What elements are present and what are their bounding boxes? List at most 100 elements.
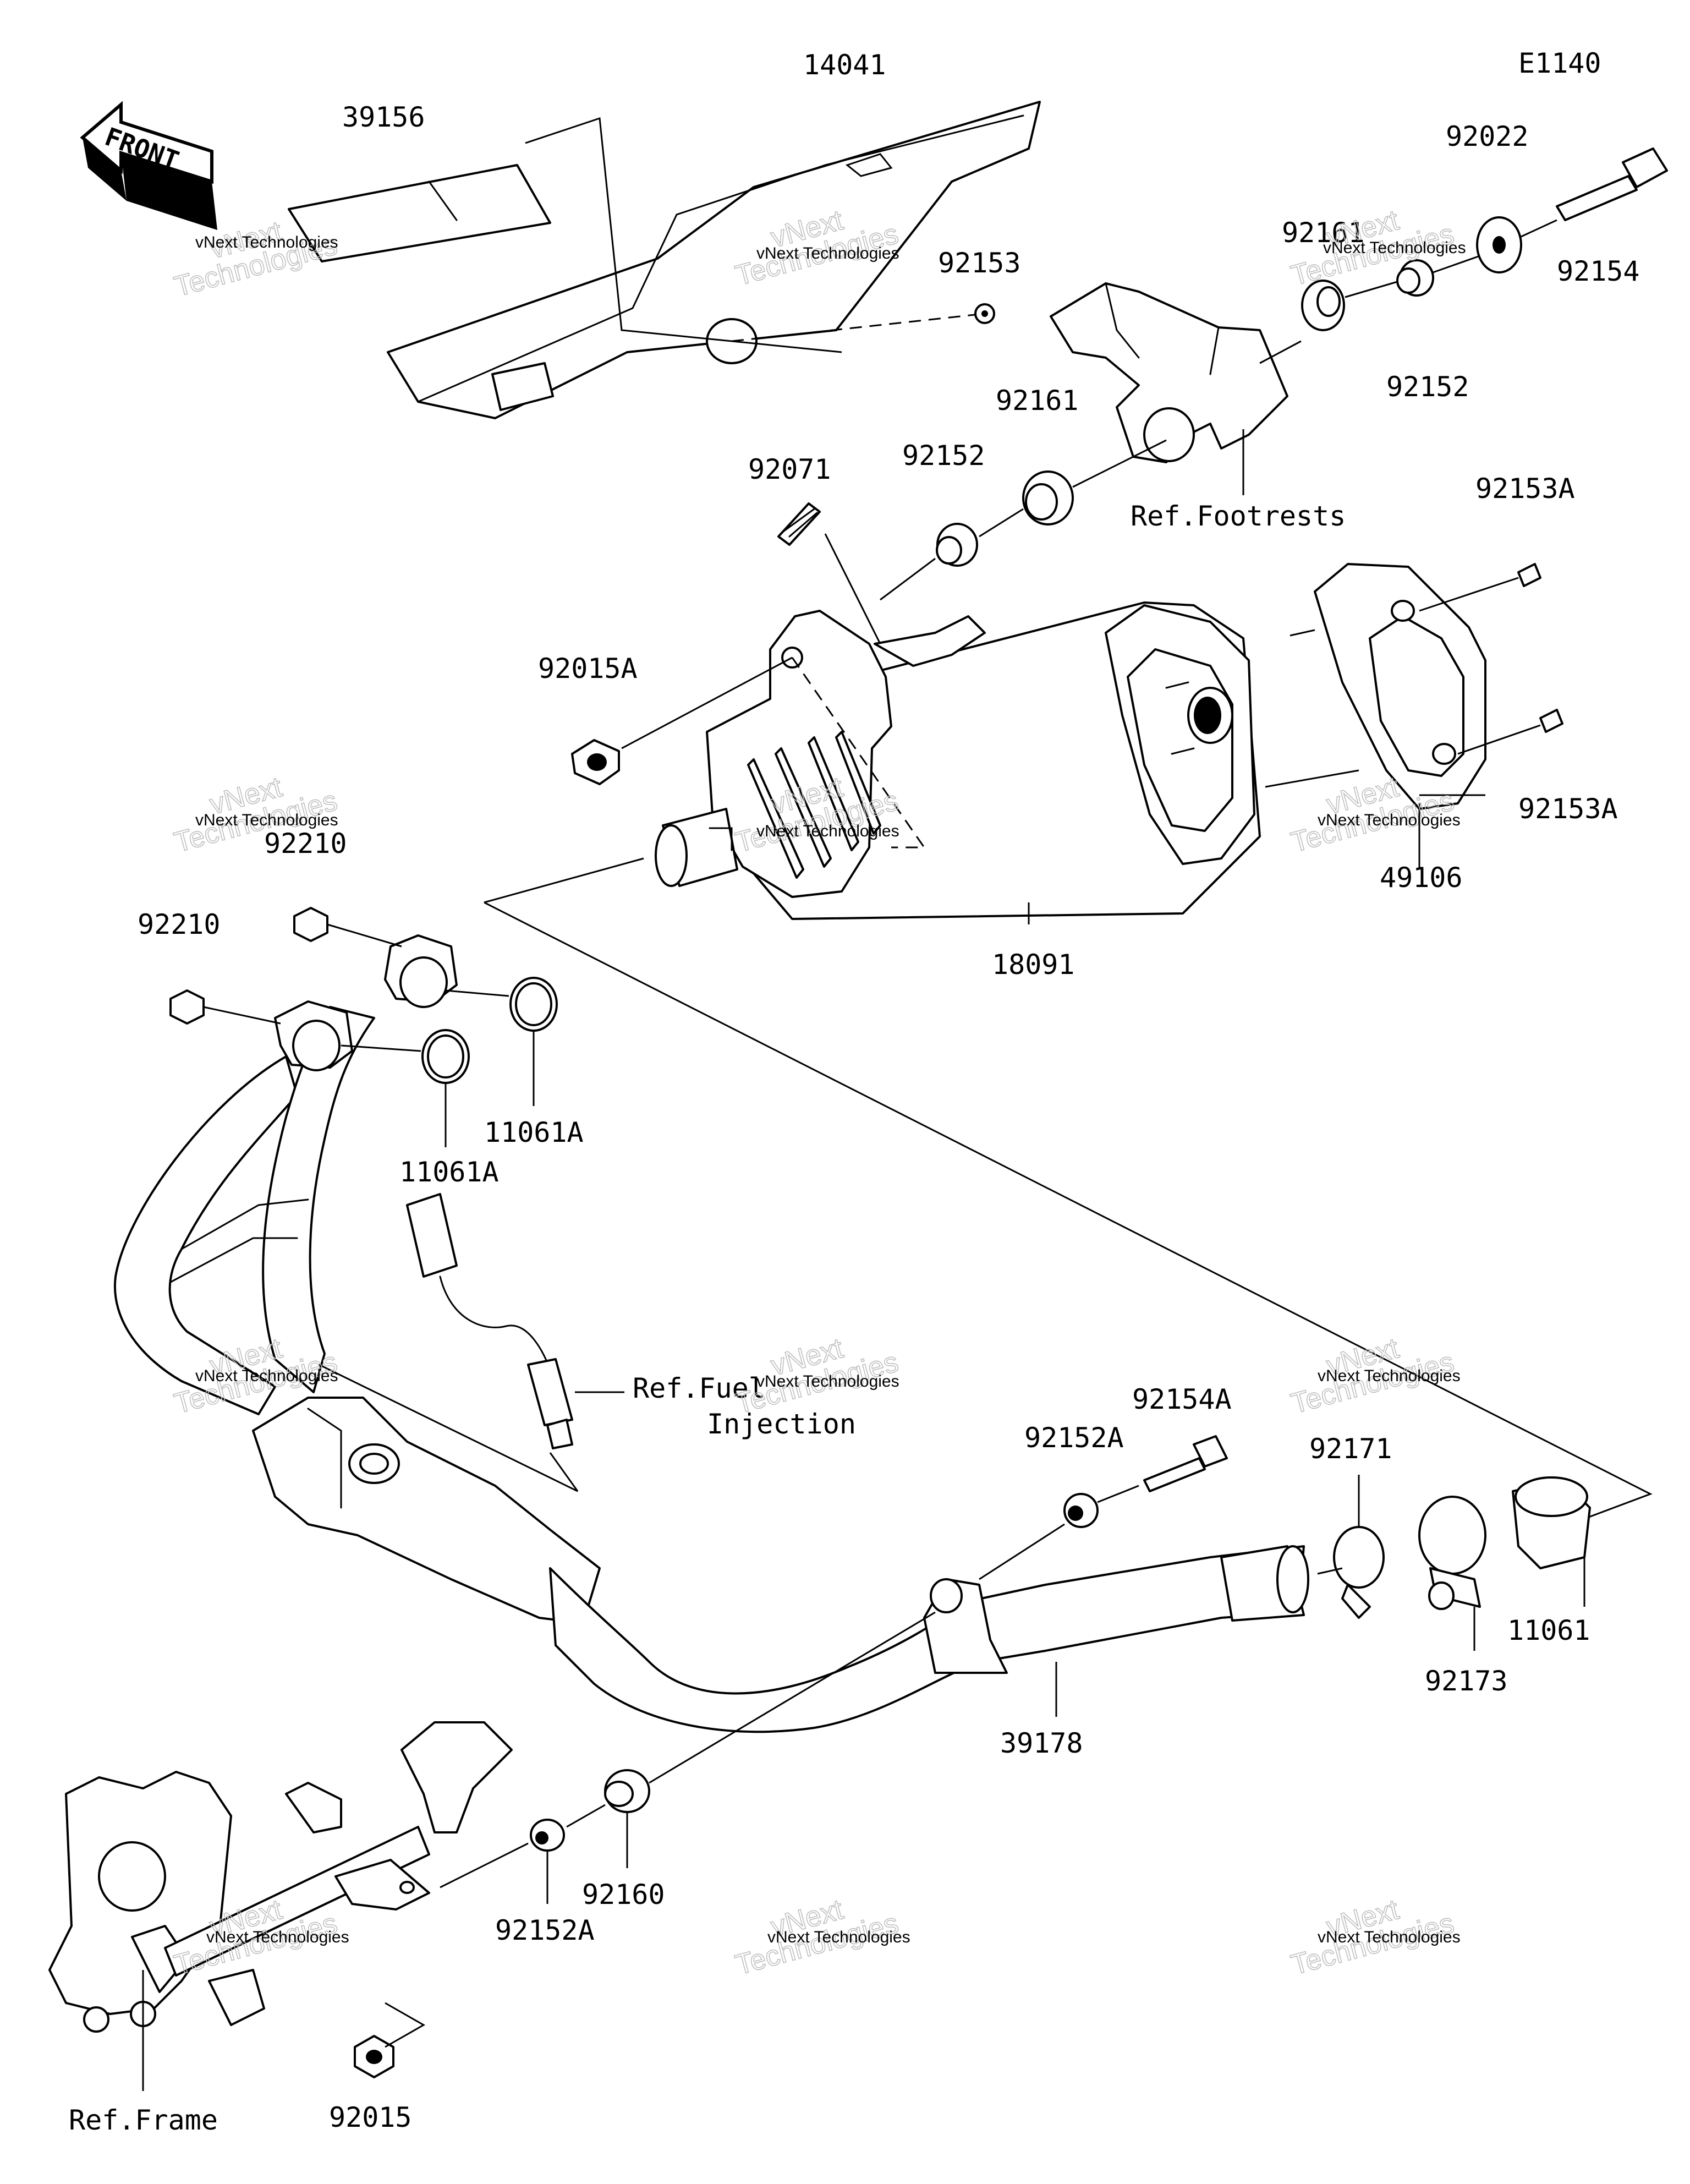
- diagram-code: E1140: [1518, 47, 1601, 79]
- collar-92152-lower: [936, 523, 978, 567]
- label-92152A-upper: 92152A: [1024, 1422, 1124, 1454]
- muffler-leader-left: [484, 857, 644, 904]
- label-92161-upper: 92161: [1282, 217, 1365, 249]
- nut-92015A: [571, 739, 620, 785]
- label-92160: 92160: [582, 1879, 665, 1911]
- label-92171: 92171: [1309, 1433, 1392, 1465]
- label-92153A-lower: 92153A: [1518, 793, 1618, 825]
- ref-frame-label: Ref.Frame: [69, 2104, 218, 2136]
- footrest-leader-2: [1345, 281, 1398, 298]
- header-pipes: [113, 1006, 1309, 1733]
- label-11061: 11061: [1507, 1614, 1590, 1646]
- label-92153: 92153: [938, 247, 1021, 279]
- spring-leader: [824, 533, 881, 644]
- footrest-leader-6: [979, 508, 1024, 538]
- cover-screw-leader-2: [1457, 724, 1541, 755]
- screw-92153: [974, 303, 995, 324]
- side-cover-14041: [387, 101, 1041, 419]
- footrest-leader-4: [1521, 219, 1557, 238]
- cover-screw-leader-4: [1265, 769, 1359, 788]
- bush-92161-upper: [1301, 280, 1345, 331]
- footrest-bracket: [1050, 282, 1288, 463]
- muffler-18091: [655, 601, 1261, 920]
- label-39178: 39178: [1000, 1727, 1083, 1759]
- clamp-92173: [1418, 1496, 1486, 1610]
- bolt-92154: [1556, 147, 1668, 221]
- bolt-92154A: [1143, 1435, 1228, 1492]
- screw-92153A-upper: [1517, 563, 1541, 587]
- clamp-92171: [1333, 1526, 1385, 1619]
- lower-leader-1: [649, 1611, 936, 1784]
- watermark-small-12: vNext Technologies: [1318, 1928, 1461, 1946]
- nut-92210-upper: [293, 907, 328, 942]
- nut-leader-1: [327, 923, 402, 948]
- label-92210-lower: 92210: [138, 908, 221, 940]
- cover-screw-dash: [731, 313, 985, 342]
- nut-92210-lower: [169, 989, 205, 1025]
- label-49106: 49106: [1380, 862, 1463, 894]
- footrest-leader-3: [1433, 255, 1480, 273]
- bush-92160: [604, 1769, 650, 1813]
- watermark-small-11: vNext Technologies: [767, 1928, 910, 1946]
- watermark-small-2: vNext Technologies: [756, 244, 899, 262]
- cover-screw-leader-1: [1419, 577, 1519, 612]
- footrest-leader-7: [880, 557, 936, 601]
- label-39156: 39156: [342, 101, 425, 133]
- watermark-small-10: vNext Technologies: [206, 1928, 349, 1946]
- label-92152A-lower: 92152A: [495, 1914, 595, 1946]
- nut-leader-2: [203, 1006, 281, 1025]
- label-92022: 92022: [1446, 121, 1529, 152]
- watermark-small-9: vNext Technologies: [1318, 1367, 1461, 1385]
- collar-92152-upper: [1396, 259, 1434, 297]
- label-18091: 18091: [992, 949, 1075, 981]
- label-92161-lower: 92161: [996, 385, 1079, 417]
- washer-92022: [1476, 216, 1522, 273]
- sleeve-11061: [1512, 1476, 1591, 1569]
- label-92071: 92071: [748, 453, 831, 485]
- nut-92015: [354, 2035, 394, 2078]
- muffler-leader-diagonal: [484, 901, 1653, 1520]
- ref-fuel-injection-label: Injection: [707, 1408, 856, 1440]
- gasket-11061A-lower: [421, 1029, 470, 1084]
- watermark-small-4: vNext Technologies: [195, 811, 338, 829]
- oxygen-sensor: [406, 1193, 573, 1449]
- lower-leader-2: [566, 1804, 606, 1828]
- watermark-small-3: vNext Technologies: [1323, 239, 1466, 257]
- bush-92161-lower: [1022, 470, 1074, 526]
- collar-92152A-lower: [530, 1819, 565, 1852]
- watermark-small-6: vNext Technologies: [1318, 811, 1461, 829]
- label-92173: 92173: [1425, 1665, 1508, 1697]
- footrest-leader-5: [1072, 439, 1167, 488]
- watermark-small-8: vNext Technologies: [756, 1372, 899, 1391]
- gasket-leader-2: [341, 1044, 421, 1052]
- nut-92015A-leader: [621, 656, 793, 749]
- clamp-leader-1: [1317, 1567, 1343, 1575]
- gasket-leader-1: [445, 989, 509, 997]
- label-92210-upper: 92210: [264, 828, 347, 860]
- gasket-11061A-upper: [509, 977, 558, 1032]
- label-11061A-upper: 11061A: [484, 1116, 584, 1148]
- label-92152-upper: 92152: [1386, 371, 1469, 403]
- label-92153A-upper: 92153A: [1475, 473, 1575, 505]
- cover-screw-leader-3: [1290, 629, 1315, 637]
- sensor-leader: [319, 1364, 579, 1492]
- end-cover-49106: [1314, 563, 1486, 810]
- watermark-small-5: vNext Technologies: [756, 822, 899, 840]
- watermark-small-7: vNext Technologies: [195, 1367, 338, 1385]
- hanger-leader-2: [1097, 1485, 1139, 1503]
- footrest-leader-1: [1259, 340, 1302, 364]
- exhaust-flange-upper: [384, 934, 458, 1008]
- ref-fuel-label: Ref.Fuel: [633, 1372, 765, 1404]
- watermark-small-1: vNext Technologies: [195, 233, 338, 251]
- nut-92015-leader: [385, 2002, 426, 2048]
- part-labels: 14041 39156 92153 92022 92154 92161 9215…: [69, 49, 1640, 2136]
- exhaust-flange-lower: [274, 1000, 353, 1071]
- frame-section: [48, 1721, 513, 2033]
- ref-footrests-label: Ref.Footrests: [1131, 500, 1346, 532]
- lower-leader-3: [440, 1842, 529, 1889]
- collar-92152A-upper: [1063, 1493, 1099, 1528]
- label-92152-lower: 92152: [902, 440, 985, 472]
- front-direction-arrow: FRONT: [80, 101, 217, 230]
- decal-39156: [288, 164, 551, 262]
